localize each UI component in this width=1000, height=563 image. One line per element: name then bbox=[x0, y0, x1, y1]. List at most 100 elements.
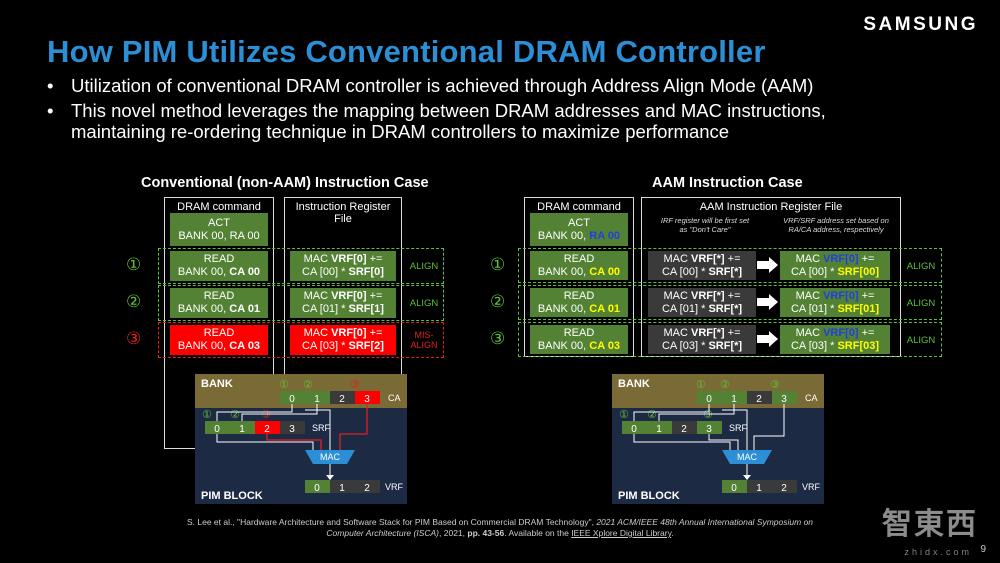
mac-line: MAC VRF[0] += bbox=[780, 327, 890, 340]
vrf-label: VRF bbox=[385, 482, 404, 492]
srf: SRF[2] bbox=[348, 340, 384, 352]
mark: ① bbox=[202, 408, 212, 421]
act-command: ACT BANK 00, RA 00 bbox=[530, 213, 628, 246]
bullet-text: This novel method leverages the mapping … bbox=[71, 100, 826, 121]
srf-cell-label: 3 bbox=[706, 424, 712, 435]
operand-line: CA [01] * SRF[01] bbox=[780, 303, 890, 316]
srf-cell bbox=[280, 421, 305, 434]
dram-command-header: DRAM command bbox=[177, 201, 261, 213]
ieee-xplore-link[interactable]: IEEE Xplore Digital Library bbox=[571, 528, 672, 538]
plus-eq: += bbox=[366, 327, 383, 339]
srf-cell bbox=[697, 421, 722, 434]
aam-irf-header: AAM Instruction Register File bbox=[699, 201, 843, 213]
plus-eq: += bbox=[366, 253, 383, 265]
citation-year: , 2021, bbox=[439, 528, 468, 538]
srf: SRF[0] bbox=[348, 266, 384, 278]
act-label: ACT bbox=[568, 216, 590, 229]
operand-line: CA [00] * SRF[0] bbox=[290, 266, 396, 279]
ca: CA 01 bbox=[229, 303, 261, 315]
citation-line2: Computer Architecture (ISCA), 2021, pp. … bbox=[140, 528, 860, 539]
srf: SRF[*] bbox=[708, 302, 743, 315]
srf-cell-label: 1 bbox=[239, 424, 245, 435]
srf: SRF[*] bbox=[708, 339, 743, 352]
srf: SRF[01] bbox=[837, 302, 880, 315]
vrf-cell bbox=[330, 480, 355, 493]
note-line: IRF register will be first set bbox=[660, 216, 750, 225]
operand-line: CA [03] * SRF[2] bbox=[290, 340, 396, 353]
dont-care-instruction: MAC VRF[*] += CA [00] * SRF[*] bbox=[648, 251, 756, 280]
ca-operand: CA [03] * bbox=[302, 340, 349, 352]
ca-cell bbox=[697, 391, 722, 404]
mac-op: MAC bbox=[795, 289, 824, 302]
read-command: READ BANK 00, CA 03 bbox=[170, 325, 268, 355]
irf-note-left: IRF register will be first set as "Don't… bbox=[645, 216, 765, 234]
act-address: BANK 00, RA 00 bbox=[530, 230, 628, 243]
mac-instruction: MAC VRF[0] += CA [00] * SRF[0] bbox=[290, 251, 396, 281]
ca: CA 00 bbox=[229, 266, 261, 278]
ca: CA 03 bbox=[589, 339, 621, 352]
srf-cell bbox=[230, 421, 255, 434]
bank-label: BANK bbox=[201, 378, 233, 390]
act-command: ACT BANK 00, RA 00 bbox=[170, 213, 268, 246]
row-frame-misalign bbox=[158, 322, 444, 358]
srf-cell bbox=[647, 421, 672, 434]
page-title: How PIM Utilizes Conventional DRAM Contr… bbox=[47, 34, 766, 69]
irf-column: Instruction Register File bbox=[284, 197, 402, 449]
vrf: VRF[*] bbox=[690, 252, 725, 265]
read-label: READ bbox=[563, 289, 595, 302]
ca-operand: CA [01] * bbox=[790, 302, 838, 315]
read-address: BANK 00, CA 01 bbox=[170, 303, 268, 316]
bank-label: BANK bbox=[618, 378, 650, 390]
operand-line: CA [00] * SRF[*] bbox=[648, 266, 756, 279]
irf-header-line1: Instruction Register bbox=[295, 201, 391, 213]
vrf: VRF[0] bbox=[823, 289, 859, 302]
operand-line: CA [01] * SRF[*] bbox=[648, 303, 756, 316]
ca: CA 01 bbox=[589, 302, 621, 315]
ca-label: CA bbox=[805, 393, 818, 403]
step-number: ① bbox=[126, 255, 142, 274]
vrf-cell bbox=[305, 480, 330, 493]
bank: BANK 00, bbox=[177, 340, 230, 352]
mac-unit bbox=[305, 450, 355, 464]
mac-line: MAC VRF[0] += bbox=[290, 253, 396, 266]
vrf: VRF[0] bbox=[331, 327, 367, 339]
misalign-line1: MIS- bbox=[414, 330, 434, 340]
ca-cell-label: 2 bbox=[756, 394, 762, 405]
aam-mac-instruction: MAC VRF[0] += CA [01] * SRF[01] bbox=[780, 288, 890, 317]
align-status: ALIGN bbox=[409, 261, 439, 272]
step-number: ② bbox=[126, 292, 142, 311]
vrf-cell-label: 2 bbox=[364, 483, 370, 494]
read-command: READ BANK 00, CA 01 bbox=[170, 288, 268, 318]
pim-block-label: PIM BLOCK bbox=[618, 490, 680, 502]
citation-available: . Available on the bbox=[504, 528, 572, 538]
mark: ② bbox=[303, 378, 313, 391]
step-number: ③ bbox=[126, 329, 142, 348]
vrf-cell-label: 0 bbox=[731, 483, 737, 494]
srf-cell-label: 2 bbox=[264, 424, 270, 435]
ca-cell bbox=[722, 391, 747, 404]
mac-label: MAC bbox=[320, 452, 341, 462]
left-section-title: Conventional (non-AAM) Instruction Case bbox=[141, 175, 429, 191]
srf-cell bbox=[255, 421, 280, 434]
mac-op: MAC bbox=[303, 253, 332, 265]
read-label: READ bbox=[563, 252, 595, 265]
mark: ① bbox=[279, 378, 289, 391]
srf: SRF[1] bbox=[348, 303, 384, 315]
srf-cell bbox=[205, 421, 230, 434]
irf-note-right: VRF/SRF address set based on RA/CA addre… bbox=[772, 216, 900, 234]
ca-cell-label: 3 bbox=[781, 394, 787, 405]
dont-care-instruction: MAC VRF[*] += CA [03] * SRF[*] bbox=[648, 325, 756, 354]
ca-cell-label: 0 bbox=[706, 394, 712, 405]
srf: SRF[*] bbox=[708, 265, 743, 278]
mac-op: MAC bbox=[663, 289, 691, 302]
ca-cell-label: 3 bbox=[364, 394, 370, 405]
bank: BANK 00, bbox=[537, 339, 590, 352]
mac-op: MAC bbox=[795, 252, 824, 265]
citation-authors: S. Lee et al., "Hardware Architecture an… bbox=[186, 517, 597, 527]
mac-line: MAC VRF[0] += bbox=[290, 327, 396, 340]
ca-operand: CA [00] * bbox=[790, 265, 838, 278]
citation-venue: 2021 ACM/IEEE 48th Annual International … bbox=[596, 517, 814, 527]
ca-cell bbox=[355, 391, 380, 404]
ca-cell bbox=[305, 391, 330, 404]
mac-line: MAC VRF[*] += bbox=[648, 253, 756, 266]
